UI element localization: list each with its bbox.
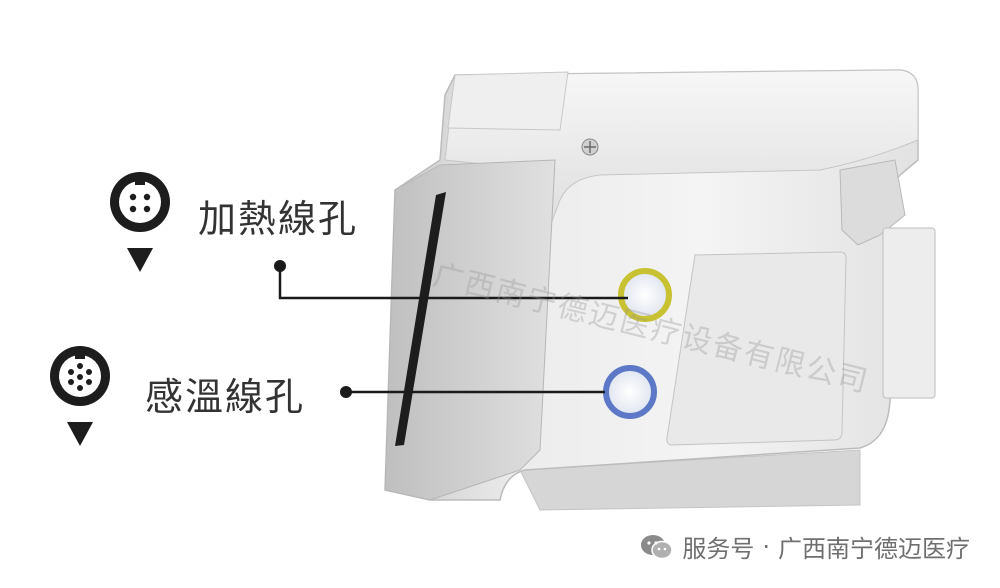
four-pin-connector-icon <box>110 172 170 272</box>
footer-separator: · <box>762 532 770 561</box>
sensor-port <box>603 365 657 419</box>
footer: 服务号 · 广西南宁德迈医疗 <box>640 529 970 564</box>
device-latch <box>882 227 936 399</box>
footer-prefix: 服务号 <box>682 535 755 563</box>
heating-port-label: 加熱線孔 <box>198 197 359 241</box>
device-clip <box>839 159 906 246</box>
device-top-step <box>447 71 569 131</box>
wechat-icon <box>641 534 674 559</box>
footer-account: 广西南宁德迈医疗 <box>778 535 970 563</box>
side-panel <box>666 251 847 446</box>
heating-port <box>618 268 672 322</box>
device-front-panel <box>384 159 556 501</box>
device-top <box>444 69 919 241</box>
device-front-edge <box>395 192 446 446</box>
sensor-port-label: 感溫線孔 <box>145 375 306 419</box>
heating-leader-line <box>278 266 628 300</box>
six-pin-connector-icon <box>50 346 110 446</box>
